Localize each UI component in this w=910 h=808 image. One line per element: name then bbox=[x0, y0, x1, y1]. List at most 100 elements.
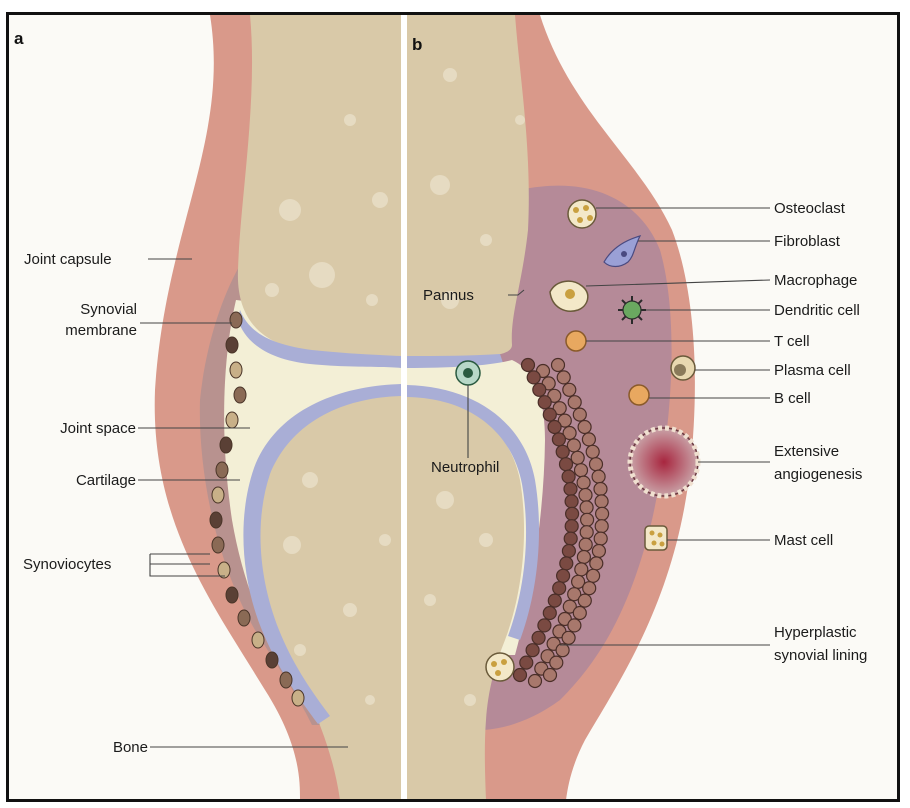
lining-cell bbox=[533, 383, 546, 396]
lining-cell bbox=[575, 563, 588, 576]
lining-cell bbox=[579, 489, 592, 502]
lining-cell bbox=[586, 445, 599, 458]
lining-cell bbox=[575, 464, 588, 477]
label-synovial-membrane-line1: Synovial bbox=[80, 301, 137, 318]
label-pannus: Pannus bbox=[423, 287, 474, 304]
lining-cell bbox=[583, 582, 596, 595]
label-macrophage: Macrophage bbox=[774, 272, 857, 289]
lining-cell bbox=[562, 545, 575, 558]
label-t-cell: T cell bbox=[774, 333, 810, 350]
lining-cell bbox=[568, 619, 581, 632]
label-osteoclast: Osteoclast bbox=[774, 200, 846, 217]
lower-bone-a bbox=[259, 395, 401, 800]
lining-cell bbox=[556, 644, 569, 657]
lining-cell bbox=[548, 421, 561, 434]
lining-cell bbox=[529, 675, 542, 688]
lining-cell bbox=[526, 644, 539, 657]
lining-cell bbox=[578, 421, 591, 434]
upper-bone-b bbox=[407, 15, 529, 358]
lining-cell bbox=[592, 470, 605, 483]
lining-cell bbox=[527, 371, 540, 384]
label-neutrophil: Neutrophil bbox=[431, 459, 499, 476]
lining-cell bbox=[552, 433, 565, 446]
mast-cell bbox=[645, 526, 667, 550]
label-mast-cell: Mast cell bbox=[774, 532, 833, 549]
b-cell bbox=[629, 385, 649, 405]
lining-cell bbox=[514, 669, 527, 682]
label-hyperplastic-lining-line1: Hyperplastic bbox=[774, 624, 857, 641]
lining-cell bbox=[595, 495, 608, 508]
lining-cell bbox=[562, 470, 575, 483]
lining-cell bbox=[560, 557, 573, 570]
lining-cell bbox=[520, 656, 533, 669]
lining-cell bbox=[557, 371, 570, 384]
lining-cell bbox=[538, 396, 551, 409]
lining-cell bbox=[548, 594, 561, 607]
lining-cell bbox=[532, 631, 545, 644]
upper-bone-a bbox=[238, 15, 401, 360]
label-cartilage: Cartilage bbox=[76, 472, 136, 489]
label-joint-capsule: Joint capsule bbox=[24, 251, 112, 268]
t-cell bbox=[566, 331, 586, 351]
lining-cell bbox=[590, 458, 603, 471]
label-b-cell: B cell bbox=[774, 390, 811, 407]
label-plasma-cell: Plasma cell bbox=[774, 362, 851, 379]
label-bone: Bone bbox=[113, 739, 148, 756]
lining-cell bbox=[565, 495, 578, 508]
lining-cell bbox=[553, 582, 566, 595]
lining-cell bbox=[596, 507, 609, 520]
label-hyperplastic-lining-line2: synovial lining bbox=[774, 647, 867, 664]
lining-cell bbox=[577, 551, 590, 564]
angiogenesis-vessel bbox=[630, 428, 698, 496]
lining-cell bbox=[595, 520, 608, 533]
lining-cell bbox=[565, 520, 578, 533]
lining-cell bbox=[556, 445, 569, 458]
panel-b-label: b bbox=[412, 35, 422, 54]
lining-cell bbox=[582, 433, 595, 446]
osteoclast-cell bbox=[568, 200, 596, 228]
lining-cell bbox=[544, 669, 557, 682]
lining-cell bbox=[552, 359, 565, 372]
lining-cell bbox=[564, 532, 577, 545]
lining-cell bbox=[580, 526, 593, 539]
label-fibroblast: Fibroblast bbox=[774, 233, 841, 250]
label-synoviocytes: Synoviocytes bbox=[23, 556, 111, 573]
label-extensive-angiogenesis-line2: angiogenesis bbox=[774, 466, 862, 483]
panel-b-illustration bbox=[407, 15, 698, 800]
lining-cell bbox=[550, 656, 563, 669]
lining-cell bbox=[560, 458, 573, 471]
plasma-cell bbox=[671, 356, 695, 380]
lining-cell bbox=[587, 569, 600, 582]
lining-cell bbox=[580, 501, 593, 514]
osteoclast-cell-lower bbox=[486, 653, 514, 681]
lining-cell bbox=[562, 631, 575, 644]
panel-a-label: a bbox=[14, 29, 24, 48]
lining-cell bbox=[563, 383, 576, 396]
lining-cell bbox=[543, 408, 556, 421]
lining-cell bbox=[522, 359, 535, 372]
label-dendritic-cell: Dendritic cell bbox=[774, 302, 860, 319]
lining-cell bbox=[571, 451, 584, 464]
lining-cell bbox=[543, 607, 556, 620]
label-extensive-angiogenesis-line1: Extensive bbox=[774, 443, 839, 460]
lining-cell bbox=[573, 408, 586, 421]
lining-cell bbox=[592, 545, 605, 558]
dendritic-cell bbox=[618, 296, 646, 324]
lining-cell bbox=[573, 607, 586, 620]
lining-cell bbox=[594, 532, 607, 545]
lining-cell bbox=[568, 396, 581, 409]
panel-divider bbox=[401, 15, 407, 799]
lining-cell bbox=[590, 557, 603, 570]
lining-cell bbox=[564, 483, 577, 496]
label-joint-space: Joint space bbox=[60, 420, 136, 437]
lining-cell bbox=[581, 513, 594, 526]
lining-cell bbox=[557, 569, 570, 582]
lining-cell bbox=[579, 538, 592, 551]
lining-cell bbox=[594, 483, 607, 496]
lining-cell bbox=[566, 507, 579, 520]
label-synovial-membrane-line2: membrane bbox=[65, 322, 137, 339]
lining-cell bbox=[577, 476, 590, 489]
panel-a-illustration bbox=[155, 15, 401, 800]
neutrophil-cell bbox=[456, 361, 480, 385]
